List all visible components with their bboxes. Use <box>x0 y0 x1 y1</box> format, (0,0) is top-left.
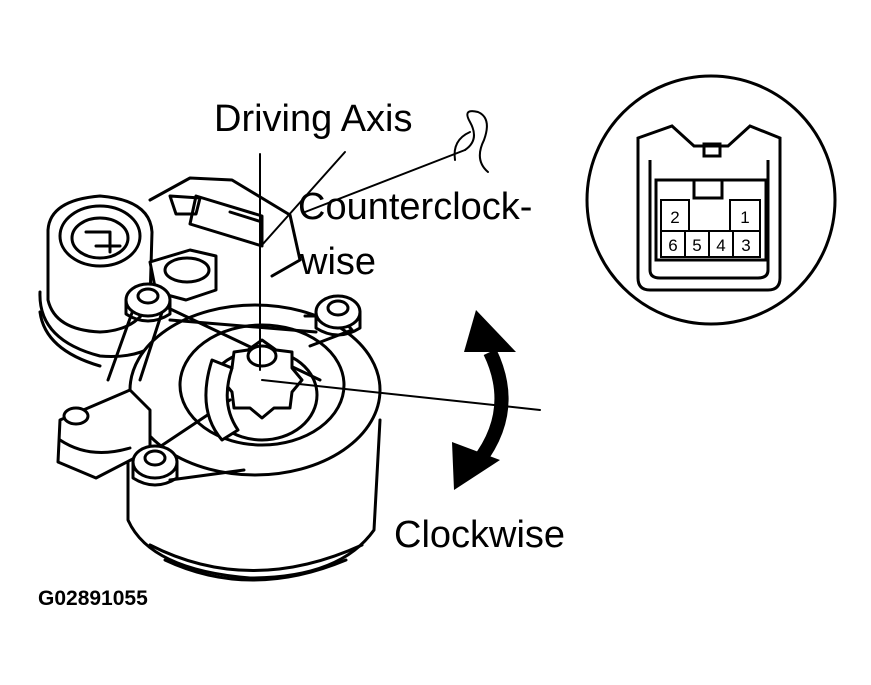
figure-code: G02891055 <box>38 587 148 610</box>
pin-label-2: 2 <box>670 208 679 227</box>
wire-curl <box>464 110 489 173</box>
pin-label-1: 1 <box>740 208 749 227</box>
pin-label-6: 6 <box>668 236 677 255</box>
motor-assembly <box>38 176 382 582</box>
rotation-arrow <box>452 310 516 490</box>
connector-pin-labels: 2 1 6 5 4 3 <box>668 208 750 255</box>
clockwise-label: Clockwise <box>394 514 566 556</box>
axis-pointer-line <box>261 379 541 411</box>
arrow-head-up-icon <box>464 310 516 352</box>
pin-label-4: 4 <box>716 236 725 255</box>
leader-lines <box>259 110 541 411</box>
pin-label-5: 5 <box>692 236 701 255</box>
counterclockwise-leader <box>261 151 346 246</box>
arrow-head-down-icon <box>452 442 500 490</box>
wire-curl-2 <box>453 131 471 161</box>
pin-label-3: 3 <box>741 236 750 255</box>
counterclockwise-label-line2: wise <box>300 241 377 283</box>
counterclockwise-label-line1: Counterclock- <box>298 186 533 228</box>
cable-line <box>304 149 466 213</box>
connector-callout <box>585 74 837 326</box>
driving-axis-label: Driving Axis <box>214 98 413 140</box>
